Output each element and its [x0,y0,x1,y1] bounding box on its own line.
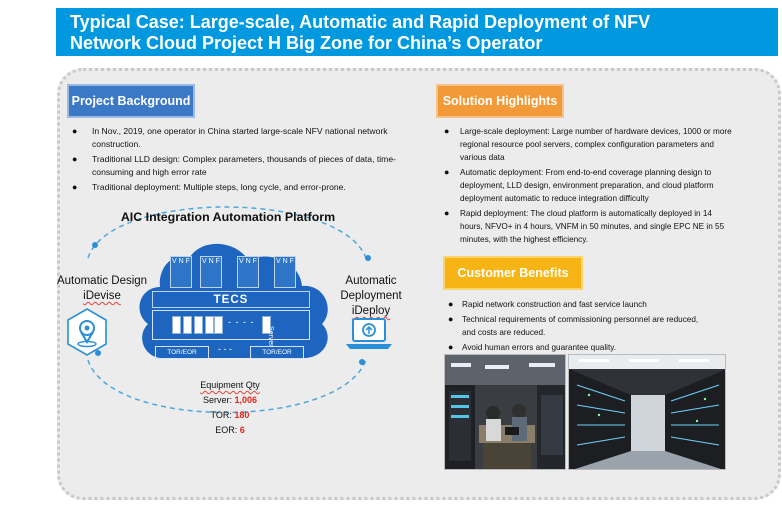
automatic-deployment-line1: Automatic [345,275,397,287]
eor-qty-label: EOR: [215,425,238,435]
arc-node [95,350,101,356]
bullet-icon: ● [72,126,78,136]
bullet-icon: ● [444,208,450,218]
server-ellipsis: - - - - [228,317,255,327]
automatic-deployment-line2: Deployment [340,290,402,302]
bullet-icon: ● [448,314,454,324]
server-icon [205,316,214,334]
diagram-title: AIC Integration Automation Platform [120,210,336,224]
equipment-quantity: Equipment Qty Server: 1,006 TOR: 180 EOR… [175,378,285,438]
automatic-deployment-label: Automatic Deployment iDeploy [334,274,408,319]
server-label: Server [267,326,274,347]
server-icon [194,316,203,334]
laptop-deploy-icon [344,316,394,357]
arc-node [92,242,98,248]
list-item: ● Automatic deployment: From end-to-end c… [444,166,736,205]
arc-node [365,255,371,261]
project-background-header: Project Background [67,84,195,118]
bullet-icon: ● [444,126,450,136]
server-icon [262,316,271,334]
solution-highlights-header: Solution Highlights [436,84,564,118]
vnf-block: V N F [170,256,192,288]
equipment-row: Server: 1,006 [175,393,285,408]
tecs-bar: TECS [152,291,310,308]
server-icon [183,316,192,334]
ideploy-label: iDeploy [351,305,391,317]
title-line-2: Network Cloud Project H Big Zone for Chi… [70,33,543,53]
server-icon [214,316,223,334]
list-item: ● Large-scale deployment: Large number of… [444,125,736,164]
server-rack-area [152,310,310,340]
list-item-text: Avoid human errors and guarantee quality… [462,343,616,352]
list-item-text: Technical requirements of commissioning … [462,315,699,337]
tor-eor-box: TOR/EOR [250,346,304,359]
list-item-text: Large-scale deployment: Large number of … [460,127,732,162]
tor-ellipsis: - - - [218,344,232,354]
project-background-list: ● In Nov., 2019, one operator in China st… [72,125,410,196]
list-item: ● Avoid human errors and guarantee qualit… [448,341,710,354]
server-qty-label: Server: [202,395,232,405]
workflow-arc-path [87,206,367,259]
tor-qty-label: TOR: [210,410,232,420]
idevise-label: iDevise [83,290,121,302]
customer-benefits-list: ● Rapid network construction and fast ser… [448,298,710,356]
list-item-text: Rapid network construction and fast serv… [462,300,647,309]
list-item-text: In Nov., 2019, one operator in China sta… [92,126,388,149]
tor-qty-value: 180 [234,410,250,420]
server-icon [172,316,181,334]
equipment-qty-title: Equipment Qty [200,380,260,390]
list-item: ● Technical requirements of commissioning… [448,313,710,339]
vnf-block: V N F [200,256,222,288]
eor-qty-value: 6 [239,425,245,435]
solution-highlights-list: ● Large-scale deployment: Large number of… [444,125,736,248]
equipment-row: EOR: 6 [175,423,285,438]
list-item: ● In Nov., 2019, one operator in China st… [72,125,410,151]
list-item-text: Automatic deployment: From end-to-end co… [460,168,714,203]
bullet-icon: ● [72,154,78,164]
list-item: ● Traditional LLD design: Complex paramet… [72,153,410,179]
tor-eor-box: TOR/EOR [155,346,209,359]
customer-benefits-header: Customer Benefits [443,256,583,290]
bullet-icon: ● [444,167,450,177]
location-pin-icon [66,308,108,361]
bullet-icon: ● [72,182,78,192]
workflow-arc-path [87,359,367,414]
datacenter-photo-workers [444,354,566,470]
list-item-text: Rapid deployment: The cloud platform is … [460,209,725,244]
server-qty-value: 1,006 [234,395,258,405]
datacenter-photo-racks [568,354,726,470]
list-item-text: Traditional LLD design: Complex paramete… [92,154,396,177]
list-item: ● Traditional deployment: Multiple steps,… [72,181,410,194]
list-item-text: Traditional deployment: Multiple steps, … [92,182,346,192]
bullet-icon: ● [448,342,454,352]
equipment-row: TOR: 180 [175,408,285,423]
arc-node [359,359,365,365]
vnf-block: V N F [237,256,259,288]
bullet-icon: ● [448,299,454,309]
automatic-design-label: Automatic Design iDevise [52,274,152,304]
vnf-block: V N F [274,256,296,288]
automatic-design-title: Automatic Design [56,275,148,287]
title-bar: Typical Case: Large-scale, Automatic and… [56,8,778,56]
title-line-1: Typical Case: Large-scale, Automatic and… [70,12,651,32]
list-item: ● Rapid network construction and fast ser… [448,298,710,311]
list-item: ● Rapid deployment: The cloud platform is… [444,207,736,246]
